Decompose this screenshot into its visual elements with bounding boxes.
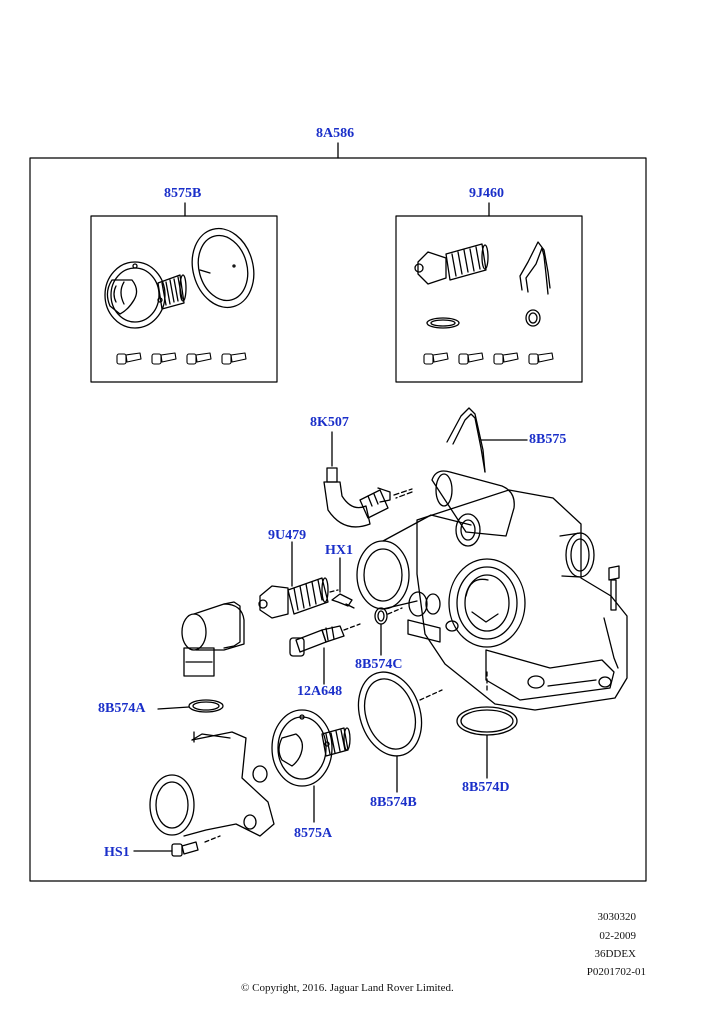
ref-number: 3030320 xyxy=(597,911,637,923)
copyright-notice: © Copyright, 2016. Jaguar Land Rover Lim… xyxy=(241,982,454,994)
label-9U479[interactable]: 9U479 xyxy=(268,528,307,543)
sensor-8K507 xyxy=(323,431,413,528)
bolt-HS1 xyxy=(133,841,199,857)
ref-date: 02-2009 xyxy=(599,930,636,942)
thermostat-9U479 xyxy=(258,541,339,619)
clip-HX1 xyxy=(331,557,355,609)
label-8575A[interactable]: 8575A xyxy=(294,826,333,841)
ref-code: 36DDEX xyxy=(594,948,636,960)
oring-8B574D xyxy=(456,671,518,779)
label-12A648[interactable]: 12A648 xyxy=(297,684,343,699)
kit-box-9J460 xyxy=(395,202,583,383)
clip-8B575 xyxy=(446,407,528,473)
label-8575B[interactable]: 8575B xyxy=(164,186,202,201)
label-8B574D[interactable]: 8B574D xyxy=(462,780,510,795)
main-housing xyxy=(356,470,628,711)
oring-8B574A xyxy=(157,699,224,713)
ref-illustration-id: P0201702-01 xyxy=(586,966,646,978)
sensor-12A648 xyxy=(289,623,361,685)
label-8A586[interactable]: 8A586 xyxy=(316,126,355,141)
elbow-pipe xyxy=(181,601,245,677)
label-8B574C[interactable]: 8B574C xyxy=(355,657,403,672)
label-9J460[interactable]: 9J460 xyxy=(469,186,504,201)
label-8B574B[interactable]: 8B574B xyxy=(370,795,417,810)
outer-kit-frame xyxy=(29,157,647,882)
label-8B574A[interactable]: 8B574A xyxy=(98,701,146,716)
label-HX1[interactable]: HX1 xyxy=(325,543,353,558)
thermostat-8575A xyxy=(271,709,351,823)
label-HS1[interactable]: HS1 xyxy=(104,845,130,860)
gasket-8B574B xyxy=(357,671,443,793)
oring-8B574C xyxy=(374,607,403,656)
label-8K507[interactable]: 8K507 xyxy=(310,415,349,430)
lower-pipe-housing xyxy=(149,731,275,843)
label-8B575[interactable]: 8B575 xyxy=(529,432,567,447)
kit-box-8575B xyxy=(90,202,278,383)
